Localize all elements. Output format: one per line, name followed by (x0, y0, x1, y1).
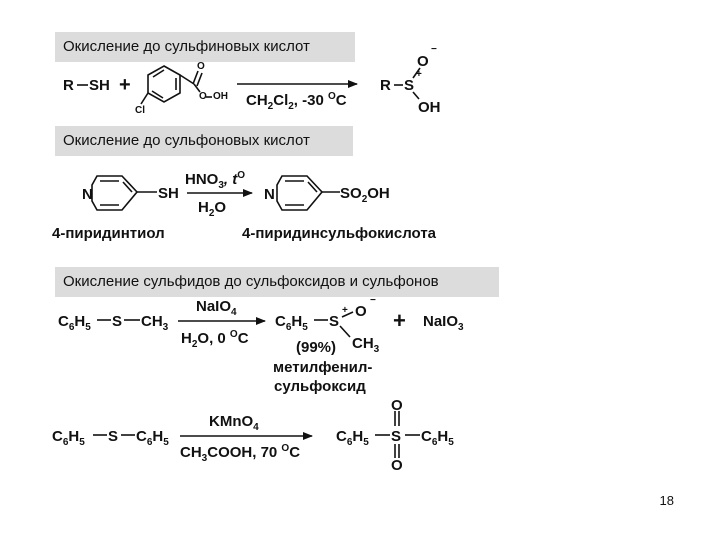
r1-phenyl: C6H5 (58, 313, 91, 333)
r1-reagent-naio4: NaIO4 (196, 298, 237, 318)
r1-methyl: CH3 (141, 313, 169, 333)
r1-sulfur: S (112, 313, 123, 330)
p2-oxygen-bottom: O (391, 457, 403, 474)
pyridine-ring-2 (276, 175, 324, 211)
section-header-sulfonic: Окисление до сульфоновых кислот (55, 126, 353, 156)
bond-s-o (412, 67, 421, 79)
r1-conditions: H2O, 0 OC (181, 329, 249, 350)
bond-carbonyl-double-2 (196, 72, 203, 87)
bond-carbonyl-double-1 (192, 70, 199, 85)
atom-peroxy-o: O (199, 91, 207, 102)
reactant-thiol-sh: SH (158, 185, 179, 202)
r2-reagent-kmno4: KMnO4 (209, 413, 259, 433)
pyridine-ring-1 (91, 175, 139, 211)
byproduct-plus: + (393, 308, 406, 333)
byproduct-naio3: NaIO3 (423, 313, 464, 333)
section-header-sulfides: Окисление сульфидов до сульфоксидов и су… (55, 267, 499, 297)
product-o-minus: − (431, 44, 437, 55)
r2-conditions: CH3COOH, 70 OC (180, 443, 301, 464)
bond-p1-s-o (341, 311, 354, 318)
condition-solvent-temp: CH2Cl2, -30 OC (246, 91, 347, 112)
reactant-r: R (63, 77, 74, 94)
product-so2oh: SO2OH (340, 185, 390, 205)
atom-cl: Cl (135, 105, 145, 116)
plus-sign: + (119, 74, 131, 96)
p1-name-line1: метилфенил- (273, 359, 373, 376)
p1-s-plus: + (342, 305, 348, 316)
product-s: S (404, 77, 415, 94)
benzene-inner-bond-3 (151, 90, 164, 99)
p1-oxygen: O (355, 303, 367, 320)
p2-sulfur: S (391, 428, 402, 445)
p2-phenyl-2: C6H5 (421, 428, 454, 448)
benzene-inner-bond-1 (152, 69, 165, 78)
section-header-sulfinic: Окисление до сульфиновых кислот (55, 32, 355, 62)
bond-ring-cl (140, 92, 149, 105)
r2-sulfur: S (108, 428, 119, 445)
name-pyridinethiol: 4-пиридинтиол (52, 225, 165, 242)
atom-carbonyl-o: O (197, 61, 205, 72)
name-pyridinesulfonic-acid: 4-пиридинсульфокислота (242, 225, 437, 242)
p1-name-line2: сульфоксид (274, 378, 366, 395)
product-o: O (417, 53, 429, 70)
bond-carbonyl-o (193, 83, 201, 93)
bond-ring-carbonyl (179, 74, 195, 85)
bond-p1-s-me (339, 325, 351, 338)
p1-o-minus: − (370, 295, 376, 306)
product-s-plus: + (416, 69, 422, 80)
p1-phenyl: C6H5 (275, 313, 308, 333)
p2-phenyl-1: C6H5 (336, 428, 369, 448)
bond-s-oh (412, 91, 420, 100)
pyridine-1-inner-c (122, 181, 133, 193)
pyridine-n-2: N (264, 186, 275, 203)
p2-oxygen-top: O (391, 397, 403, 414)
p1-sulfur: S (329, 313, 340, 330)
r2-phenyl-1: C6H5 (52, 428, 85, 448)
product-r: R (380, 77, 391, 94)
atom-peroxy-oh: OH (213, 91, 228, 102)
r2-phenyl-2: C6H5 (136, 428, 169, 448)
reactant-sh: SH (89, 77, 110, 94)
pyridine-2-inner-c (307, 181, 318, 193)
reagent-hno3: HNO3, tO (185, 170, 246, 191)
product-oh: OH (418, 99, 441, 116)
p1-yield: (99%) (296, 339, 337, 356)
pyridine-n-1: N (82, 186, 93, 203)
page-number: 18 (659, 493, 674, 508)
solvent-h2o: H2O (198, 199, 227, 219)
p1-methyl: CH3 (352, 335, 380, 355)
